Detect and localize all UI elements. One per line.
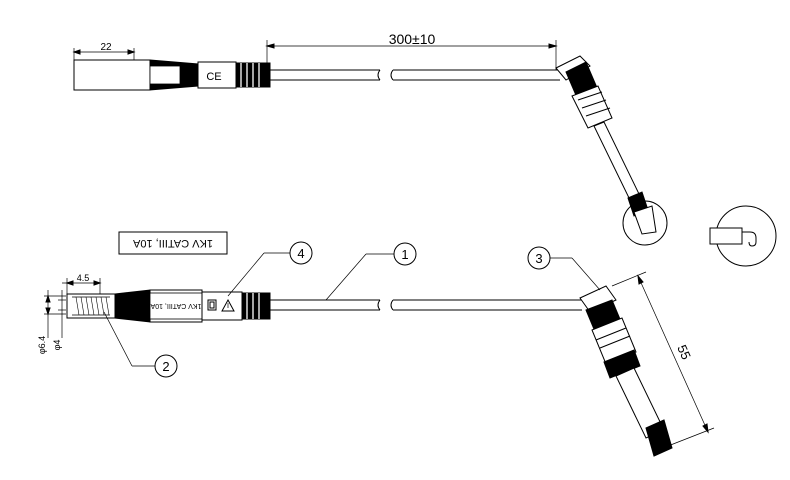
callout-1-label: 1 [401,247,408,262]
top-view: 22 CE [72,31,777,267]
callout-4-label: 4 [297,246,304,261]
callout-3-label: 3 [535,251,542,266]
dimension-300: 300±10 [265,31,558,70]
dimension-22: 22 [72,42,136,62]
bottom-cable [270,299,582,311]
callout-4: 4 [227,241,313,297]
dimension-55: 55 [611,271,715,447]
top-banana-plug: CE [73,59,271,91]
dimension-dia-6-4-label: φ6.4 [37,336,47,354]
bottom-hook-clip [579,285,673,457]
dimension-22-label: 22 [100,42,112,53]
hook-detail-view [709,205,777,267]
body-print-text: 1KV CATIII, 10A [150,302,201,309]
dimension-300-label: 300±10 [389,31,436,47]
label-box: 1KV CATIII, 10A [118,231,228,255]
dimension-dia-4-label: φ4 [52,340,62,351]
bottom-banana-plug: 1KV CATIII, 10A [66,289,271,323]
ce-mark: CE [206,71,221,83]
top-cable [270,69,560,81]
callout-1: 1 [325,242,417,301]
bottom-view: 1KV CATIII, 10A 4.5 φ6.4 φ4 [37,231,715,457]
callout-2: 2 [103,311,178,378]
dimension-4-5: 4.5 [62,273,102,294]
label-box-text: 1KV CATIII, 10A [132,237,213,249]
dimension-diameters: φ6.4 φ4 [37,290,66,354]
callout-3: 3 [527,246,601,291]
dimension-4-5-label: 4.5 [77,273,90,283]
dimension-55-label: 55 [674,343,694,362]
callout-2-label: 2 [162,359,169,374]
top-hook-clip [555,55,668,246]
